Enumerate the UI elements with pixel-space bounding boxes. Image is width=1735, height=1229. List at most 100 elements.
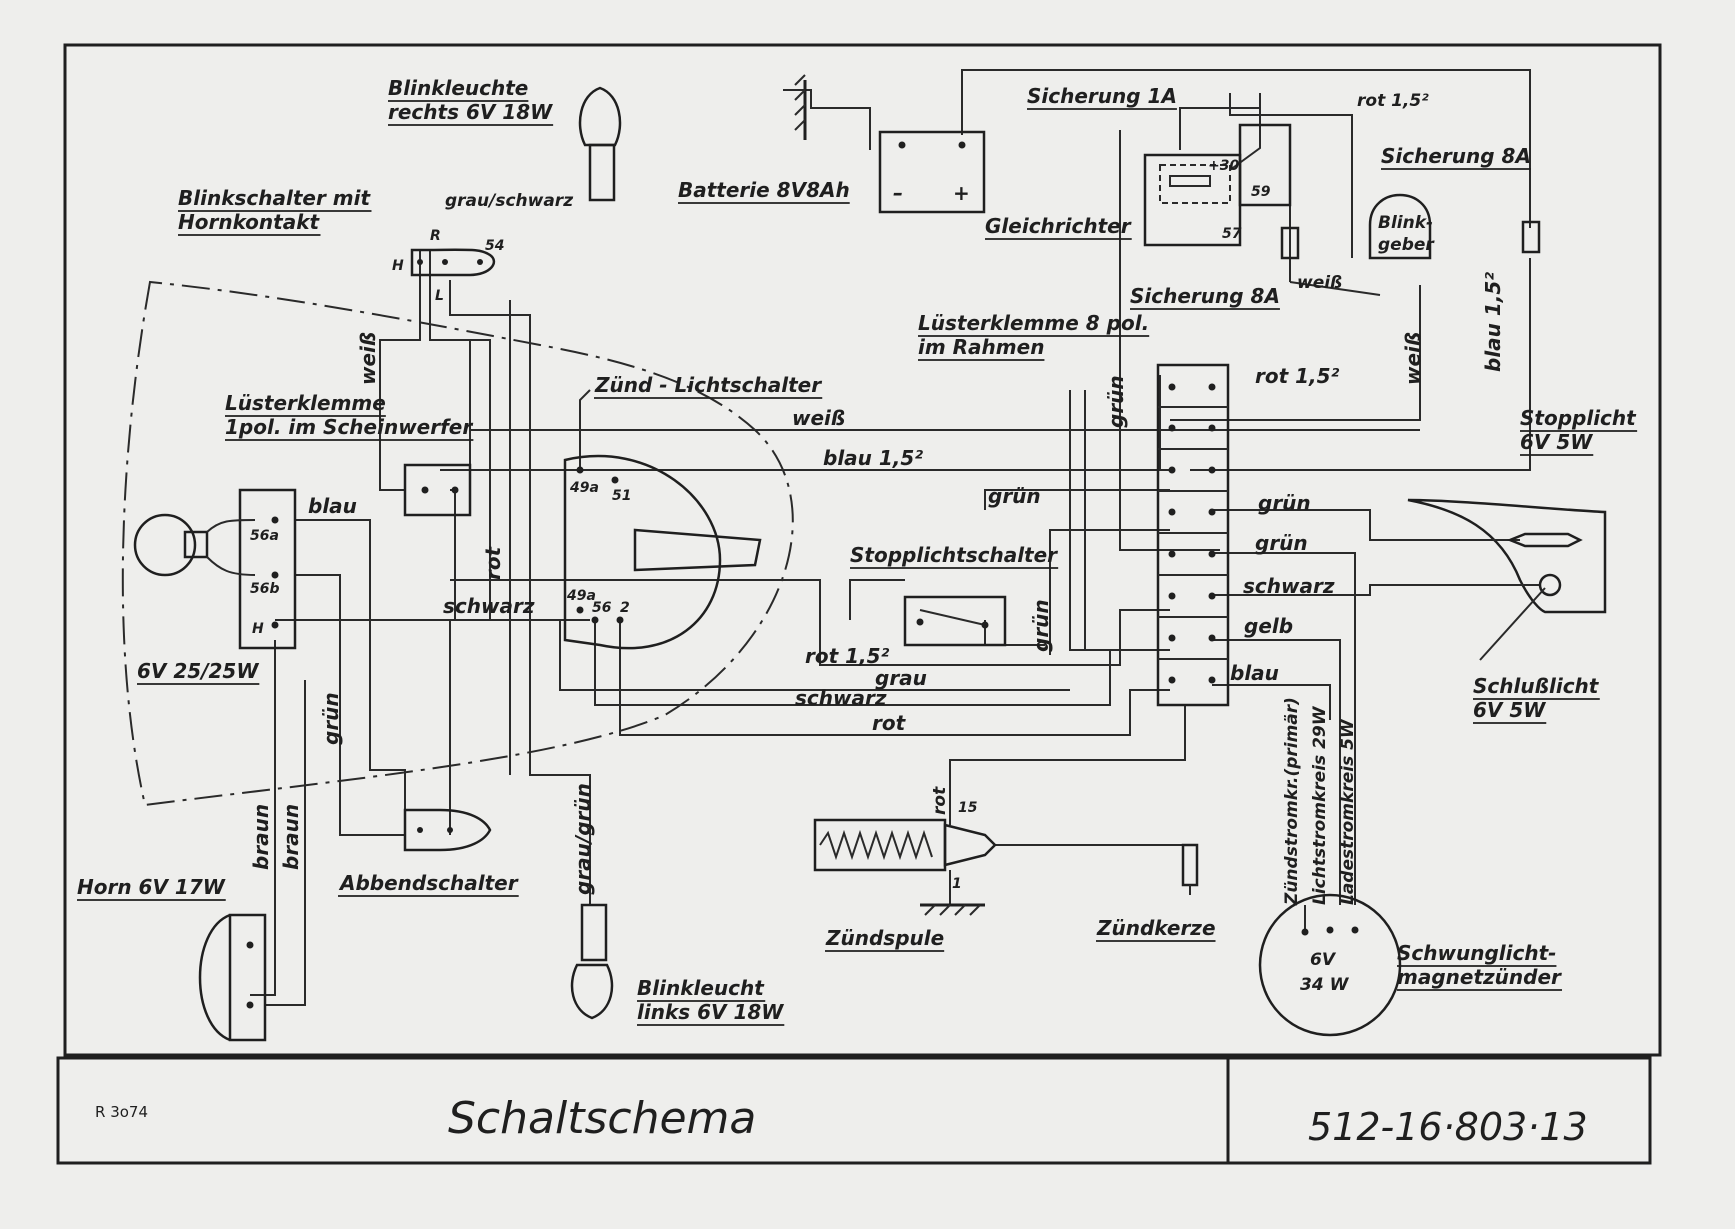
wire-label-grau-schwarz: grau/schwarz <box>445 191 573 211</box>
wire-label-lade: Ladestromkreis 5W <box>1338 718 1358 905</box>
drawing-title: Schaltschema <box>448 1093 756 1144</box>
terminal-15: 15 <box>958 800 978 816</box>
stoplight-lamp <box>1506 532 1583 548</box>
wire-label-gruen-b: grün <box>1258 491 1311 515</box>
flasher-label-2: geber <box>1378 235 1435 255</box>
magneto-rating-w: 34 W <box>1300 975 1350 995</box>
label-terminal-1pol-line: 1pol. im Scheinwerfer <box>225 415 473 439</box>
wire-label-braun-a: braun <box>249 804 273 870</box>
label-ignition-coil: Zündspule <box>825 926 944 950</box>
wire-label-blau-b: blau <box>1230 661 1279 685</box>
label-blinker-right-line: rechts 6V 18W <box>388 100 553 124</box>
wire-label-rot-15-c: rot 1,5² <box>805 644 890 668</box>
blinker-left-body <box>580 903 608 962</box>
label-terminal-8pol: Lüsterklemme 8 pol.im Rahmen <box>918 311 1149 359</box>
wire-label-rot-a: rot <box>872 711 907 735</box>
drawing-code: R 3o74 <box>95 1103 148 1121</box>
terminal-56b: 56b <box>250 581 280 597</box>
headlamp-bulb <box>133 513 197 577</box>
label-fuse-8a-top: Sicherung 8A <box>1381 144 1531 168</box>
flasher-label-1: Blink- <box>1378 213 1433 233</box>
terminal-H: H <box>392 258 404 274</box>
wire-label-rot-15-b: rot 1,5² <box>1255 364 1340 388</box>
wire-label-zuend: Zündstromkr.(primär) <box>1282 697 1302 906</box>
terminal-1pol <box>403 463 472 517</box>
battery-plus-label: + <box>953 181 970 205</box>
wire-label-gruen-e: grün <box>1104 375 1128 428</box>
terminal-H-headlamp: H <box>252 621 264 637</box>
label-terminal-8pol-line: im Rahmen <box>918 335 1044 359</box>
horn-body <box>198 913 267 1042</box>
wire-label-gruen-f: grün <box>1029 599 1053 652</box>
terminal-57: 57 <box>1222 226 1242 242</box>
label-rectifier: Gleichrichter <box>985 214 1132 238</box>
wire-label-gruen-a: grün <box>988 484 1041 508</box>
label-terminal-8pol-line: Lüsterklemme 8 pol. <box>918 311 1149 335</box>
wire-label-blau-15-v: blau 1,5² <box>1481 272 1505 372</box>
blink-switch-body <box>410 248 496 277</box>
wire-label-schwarz-b: schwarz <box>1243 574 1335 598</box>
stoplight-switch-box <box>903 595 1007 647</box>
label-magneto: Schwunglicht-magnetzünder <box>1397 941 1562 989</box>
headlamp-housing-outline <box>121 280 794 807</box>
headlamp-socket <box>238 488 297 650</box>
label-terminal-1pol-line: Lüsterklemme <box>225 391 386 415</box>
dimmer-switch <box>403 808 492 852</box>
label-taillight-line: Schlußlicht <box>1473 674 1600 698</box>
label-blinker-left-line: Blinkleucht <box>637 976 765 1000</box>
wire-label-blau-a: blau <box>308 494 357 518</box>
terminal-30: +30 <box>1208 158 1239 174</box>
wire-labels: grau/schwarz weiß weiß blau 1,5² blau ro… <box>249 91 1505 906</box>
label-blink-switch-line: Hornkontakt <box>178 210 321 234</box>
wire-label-braun-b: braun <box>279 804 303 870</box>
wire-label-gruen-d: grün <box>319 692 343 745</box>
wire-label-licht: Lichtstromkreis 29W <box>1310 705 1330 905</box>
wire-label-rot-c: rot <box>930 786 950 815</box>
label-fuse-1a: Sicherung 1A <box>1027 84 1177 108</box>
blinker-right-body <box>588 143 616 202</box>
terminal-49a: 49a <box>569 480 599 496</box>
wire-label-gruen-c: grün <box>1255 531 1308 555</box>
terminal-51: 51 <box>612 488 631 504</box>
terminal-2: 2 <box>620 600 630 616</box>
fuse-1a-element <box>1169 175 1211 187</box>
label-stoplight-switch: Stopplichtschalter <box>850 543 1058 567</box>
wire-label-grau-gruen: grau/grün <box>571 783 595 895</box>
relay-box <box>1238 123 1292 207</box>
label-blinker-left-line: links 6V 18W <box>637 1000 784 1024</box>
headlamp-bulb-base <box>183 530 209 559</box>
terminal-block-8pol <box>1156 363 1230 707</box>
label-fuse-8a: Sicherung 8A <box>1130 284 1280 308</box>
taillight-lamp <box>1538 573 1562 597</box>
wire-label-weiss-d: weiß <box>1401 332 1425 385</box>
fuse-1a-box <box>1159 164 1231 204</box>
wire-label-blau-15: blau 1,5² <box>823 446 923 470</box>
drawing-number: 512-16·803·13 <box>1308 1105 1588 1149</box>
label-headlamp: 6V 25/25W <box>137 659 259 683</box>
battery-box <box>878 130 986 214</box>
terminal-L: L <box>435 288 444 304</box>
drawing-frame <box>63 43 1662 1057</box>
label-blink-switch-line: Blinkschalter mit <box>178 186 371 210</box>
terminal-56a: 56a <box>250 528 279 544</box>
wire-label-weiss-a: weiß <box>1297 273 1342 293</box>
wire-label-schwarz-c: schwarz <box>795 686 887 710</box>
wire-label-weiss-c: weiß <box>356 332 380 385</box>
terminal-56: 56 <box>592 600 612 616</box>
label-horn: Horn 6V 17W <box>77 875 226 899</box>
wire-label-gelb: gelb <box>1244 614 1293 638</box>
wire-label-grau: grau <box>875 666 927 690</box>
battery-minus-label: – <box>893 181 903 205</box>
label-battery: Batterie 8V8Ah <box>678 178 850 202</box>
wire-label-weiss-b: weiß <box>792 406 845 430</box>
fuse-8a-mid <box>1280 226 1300 260</box>
magneto-rating-v: 6V <box>1310 950 1337 970</box>
wire-label-schwarz-a: schwarz <box>443 594 535 618</box>
